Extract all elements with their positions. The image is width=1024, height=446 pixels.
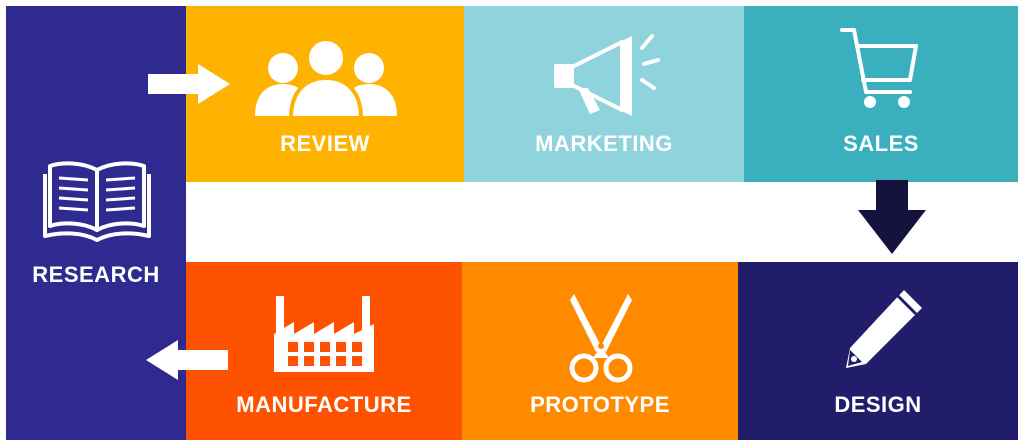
manufacture-label: MANUFACTURE: [236, 392, 412, 417]
design-tile: DESIGN: [738, 262, 1018, 440]
prototype-tile: PROTOTYPE: [462, 262, 738, 440]
people-group-icon: [251, 34, 401, 118]
prototype-label: PROTOTYPE: [530, 392, 670, 417]
sales-tile: SALES: [744, 6, 1018, 182]
marketing-label: MARKETING: [535, 131, 673, 156]
scissors-icon: [566, 290, 636, 386]
sales-label: SALES: [843, 131, 919, 156]
pencil-icon: [840, 286, 926, 372]
arrow-left-icon: [146, 340, 228, 380]
research-label: RESEARCH: [32, 262, 160, 287]
shopping-cart-icon: [840, 26, 920, 112]
manufacture-tile: MANUFACTURE: [186, 262, 462, 440]
design-label: DESIGN: [834, 392, 922, 417]
arrow-down-icon: [856, 180, 928, 256]
megaphone-icon: [550, 24, 662, 116]
review-tile: REVIEW: [186, 6, 464, 182]
arrow-right-icon: [148, 64, 230, 104]
marketing-tile: MARKETING: [464, 6, 744, 182]
review-label: REVIEW: [280, 131, 370, 156]
factory-icon: [272, 294, 376, 374]
open-book-icon: [42, 156, 152, 246]
